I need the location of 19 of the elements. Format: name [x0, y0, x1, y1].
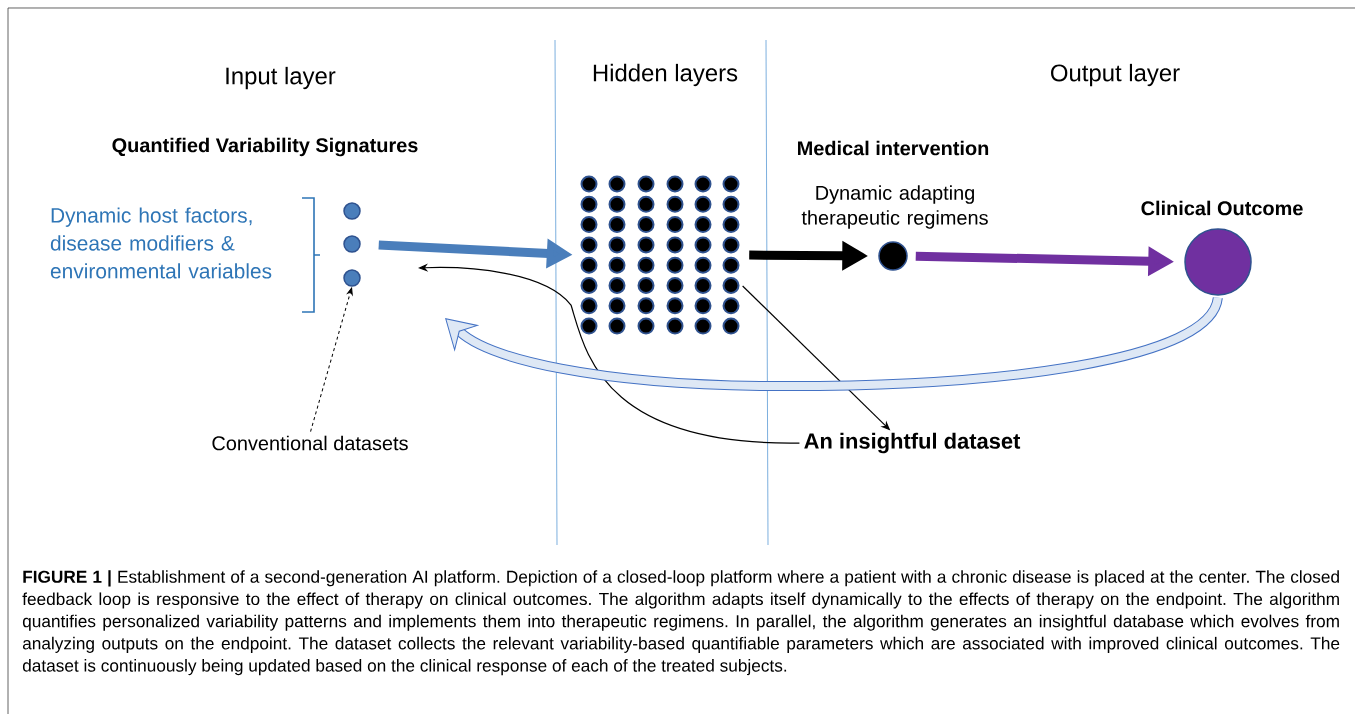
- neuron-circle: [878, 241, 908, 271]
- neuron-grid-drawing: [580, 175, 740, 335]
- feedback-arrow: [445, 295, 1223, 391]
- factor-list: Dynamic host factors, disease modifiers & environmental variables: [50, 207, 272, 279]
- neuron-circle: [343, 235, 361, 253]
- section-heading: Hidden layers: [593, 63, 738, 87]
- subheading: Medical intervention: [798, 140, 989, 156]
- caption-text: Dynamic adapting therapeutic regimens: [801, 185, 988, 229]
- source-label: Conventional datasets: [212, 435, 408, 451]
- dataset-label: An insightful dataset: [804, 432, 1021, 454]
- neuron-circle: [343, 202, 361, 220]
- outcome-label: Clinical Outcome: [1141, 200, 1303, 216]
- section-heading: Output layer: [1051, 63, 1180, 87]
- dashed-arrow: [310, 287, 353, 433]
- figure-caption: FIGURE 1 | Establishment of a second-generation AI platform. Depiction of a closed-loop platform where a patient with a chronic disease is placed at the center. The closed feedback loop is responsive to the effect of therapy on clinical outcomes. The algorithm adapts itself dynamically to the effects of therapy on the endpoint. The algorithm quantifies personalized variability patterns and implements them into therapeutic regimens. In parallel, the algorithm generates an insightful database which evolves from analyzing outputs on the endpoint. The dataset collects the relevant variability-based quantifiable parameters which are associated with improved clinical outcomes. The dataset is continuously being updated based on the clinical response of each of the treated subjects.: [22, 570, 1340, 676]
- subheading: Quantified Variability Signatures: [112, 137, 418, 157]
- neuron-circle: [343, 269, 361, 287]
- section-heading: Input layer: [226, 66, 336, 90]
- neuron-circle: [1184, 228, 1252, 296]
